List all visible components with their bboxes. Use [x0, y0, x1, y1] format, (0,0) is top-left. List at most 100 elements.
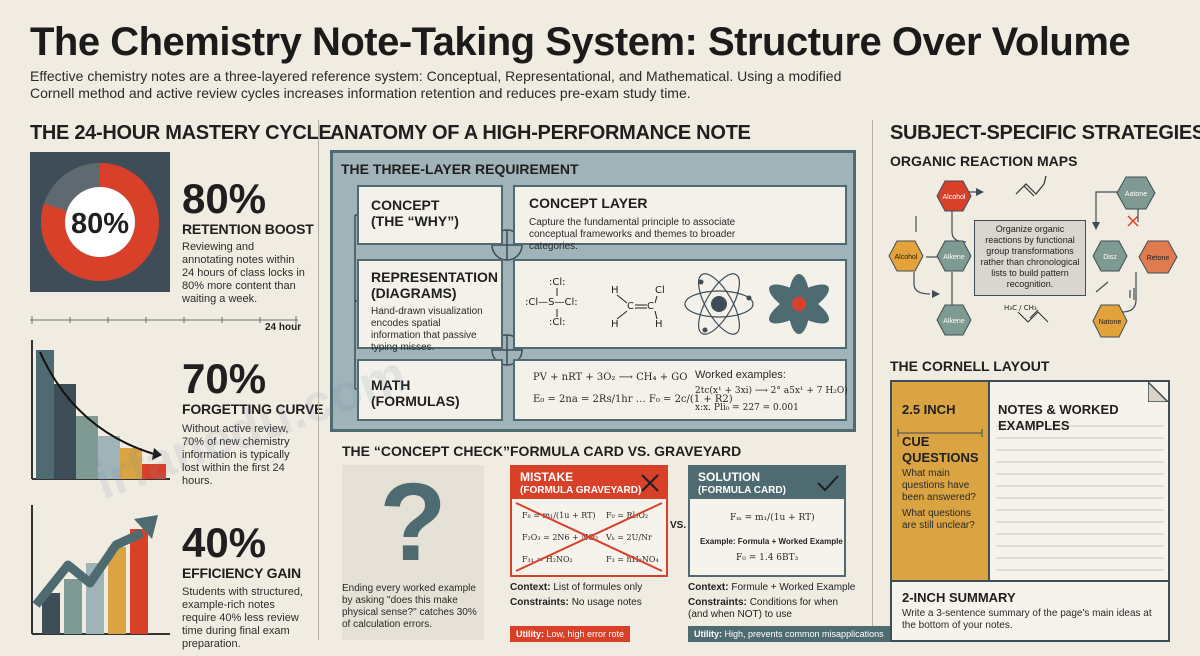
solution-title: SOLUTION [698, 470, 760, 484]
layer-math-box: MATH (FORMULAS) [357, 359, 503, 421]
cornell-left-col-label: 2.5 INCH [902, 402, 956, 417]
concept-layer-desc: Capture the fundamental principle to ass… [529, 217, 736, 252]
solution-formula: Fₘ = m₁/(1u + RT) [730, 513, 815, 523]
svg-text:Natone: Natone [1099, 319, 1122, 326]
strike-out-icon [515, 502, 663, 572]
solution-constraints: Constraints: Conditions for when (and wh… [688, 597, 839, 620]
worked-example-1: 2tc(x¹ + 3xi) ⟶ 2° a5x¹ + 7 H₂O) [695, 386, 848, 396]
worked-examples-title: Worked examples: [695, 369, 786, 381]
three-layer-panel: THE THREE-LAYER REQUIREMENT CONCEPT (THE… [330, 150, 856, 432]
concept-check-card: ? Ending every worked example by asking … [342, 465, 484, 640]
page-subtitle: Effective chemistry notes are a three-la… [30, 68, 842, 101]
mistake-utility-badge: Utility: Low, high error rote [510, 626, 631, 642]
svg-text:Aatone: Aatone [1125, 191, 1147, 198]
layer-math-name: MATH (FORMULAS) [371, 377, 460, 409]
molecule-atom: H [655, 319, 663, 330]
cue-question-2: What questions are still unclear? [902, 508, 975, 531]
cue-column [892, 382, 988, 580]
growth-bar [64, 579, 82, 634]
page-fold-icon [1148, 380, 1170, 402]
node-hexagon-alcohol: Alcohol [936, 180, 972, 212]
concept-layer-box: CONCEPT LAYER Capture the fundamental pr… [513, 185, 847, 252]
mistake-title: MISTAKE [520, 470, 574, 484]
vs-label: VS. [670, 520, 687, 531]
summary-title: 2-INCH SUMMARY [902, 590, 1016, 605]
stat-label-forgetting: FORGETTING CURVE [182, 401, 324, 417]
curve-bar [142, 464, 166, 479]
atom-model-icon [684, 273, 754, 335]
node-hexagon-natone: Natone [1092, 304, 1128, 338]
solution-context: Context: Formule + Worked Example [688, 582, 856, 593]
donut-chart: 80% [41, 163, 159, 281]
organic-maps-heading: ORGANIC REACTION MAPS [890, 153, 1078, 169]
cornell-right-col-label: NOTES & WORKED EXAMPLES [998, 402, 1119, 433]
layer-representation-name: REPRESENTATION (DIAGRAMS) [371, 269, 499, 301]
growth-bar [108, 547, 126, 634]
alkene-structure-icon [1015, 175, 1047, 197]
solution-example: Example: Formula + Worked Example [700, 537, 843, 546]
donut-retention-arc [41, 163, 159, 281]
close-icon [641, 474, 659, 492]
layer-representation-desc: Hand-drawn visualization encodes spatial… [371, 306, 483, 353]
column-divider [872, 120, 873, 640]
svg-text:Alcohol: Alcohol [895, 254, 918, 261]
mistake-subtitle: (FORMULA GRAVEYARD) [520, 485, 642, 496]
math-formula-1: PV + nRT + 3O₂ ⟶ CH₄ + GO [533, 372, 688, 383]
timeline-label: 24 hour [265, 322, 302, 333]
solution-card: SOLUTION (FORMULA CARD) Fₘ = m₁/(1u + RT… [688, 465, 846, 577]
orbital-icon [769, 274, 829, 334]
curve-bar [98, 436, 120, 479]
stat-desc-efficiency: Students with structured, example-rich n… [182, 586, 304, 650]
three-layer-title: THE THREE-LAYER REQUIREMENT [341, 161, 579, 177]
node-hexagon-aatone: Aatone [1116, 176, 1156, 210]
layer-concept-box: CONCEPT (THE “WHY”) [357, 185, 503, 245]
strategies-heading: SUBJECT-SPECIFIC STRATEGIES [890, 122, 1200, 144]
solution-subtitle: (FORMULA CARD) [698, 485, 786, 496]
growth-bar [42, 593, 60, 634]
reaction-map: Organize organic reactions by functional… [886, 172, 1182, 342]
node-hexagon-alcohol-2: Alcohol [888, 240, 924, 272]
curve-line [39, 351, 155, 455]
mini-formula: H₃C / CH₃ [1004, 304, 1037, 312]
molecule-atom: C [627, 301, 634, 312]
worked-example-2: x:x. Pli₀ = 227 = 0.001 [695, 403, 799, 413]
svg-text:Disz: Disz [1103, 254, 1117, 261]
representation-diagrams-box: :Cl: :Cl—S—Cl: :Cl: H Cl C C H H [513, 259, 847, 349]
molecule-atom: :Cl: [549, 277, 566, 288]
molecule-atom: H [611, 319, 619, 330]
svg-text:Alkene: Alkene [943, 318, 965, 325]
concept-layer-title: CONCEPT LAYER [529, 195, 648, 211]
node-hexagon-alkene-2: Alkene [936, 304, 972, 336]
formula-card-heading: FORMULA CARD VS. GRAVEYARD [510, 443, 742, 459]
mistake-card: MISTAKE (FORMULA GRAVEYARD) F₈ = m₁/(1u … [510, 465, 668, 577]
cornell-page: 2.5 INCH NOTES & WORKED EXAMPLES CUE QUE… [890, 380, 1170, 642]
curve-bar [76, 416, 98, 479]
cue-questions-title: CUE QUESTIONS [902, 434, 979, 465]
anatomy-heading: ANATOMY OF A HIGH-PERFORMANCE NOTE [330, 122, 751, 144]
molecule-atom: :Cl: [549, 317, 566, 328]
checkmark-icon [817, 475, 839, 492]
stat-desc-forgetting: Without active review, 70% of new chemis… [182, 423, 290, 487]
mistake-formula: F₃₁ = H₂NO₂ [522, 555, 573, 564]
svg-text:Alkene: Alkene [943, 254, 965, 261]
concept-check-heading: THE “CONCEPT CHECK” [342, 443, 511, 459]
molecule-atom: C [647, 301, 654, 312]
curve-bar [120, 448, 142, 479]
math-formula-2: E₀ = 2na = 2Rs/1hr … F₀ = 2c/(1 + R2) [533, 394, 733, 405]
concept-check-desc: Ending every worked example by asking "d… [342, 583, 477, 630]
reaction-map-center: Organize organic reactions by functional… [974, 220, 1086, 296]
stat-label-efficiency: EFFICIENCY GAIN [182, 565, 301, 581]
column-divider [318, 120, 319, 640]
mistake-formula: F₃ = hH₃NO₄ [606, 555, 659, 564]
cue-question-1: What main questions have been answered? [902, 468, 976, 503]
solution-utility-badge: Utility: High, prevents common misapplic… [688, 626, 890, 642]
mistake-header [512, 467, 666, 499]
molecule-atom: H [611, 285, 619, 296]
notes-lines [996, 425, 1164, 571]
svg-text:Alcohol: Alcohol [943, 194, 966, 201]
mastery-cycle-heading: THE 24-HOUR MASTERY CYCLE [30, 122, 332, 144]
mistake-formula: F₂O₃ = 2N6 + NO₂ [522, 533, 599, 542]
stat-label-retention: RETENTION BOOST [182, 221, 314, 237]
stat-desc-retention: Reviewing and annotating notes within 24… [182, 241, 305, 305]
node-hexagon-disz: Disz [1092, 240, 1128, 272]
